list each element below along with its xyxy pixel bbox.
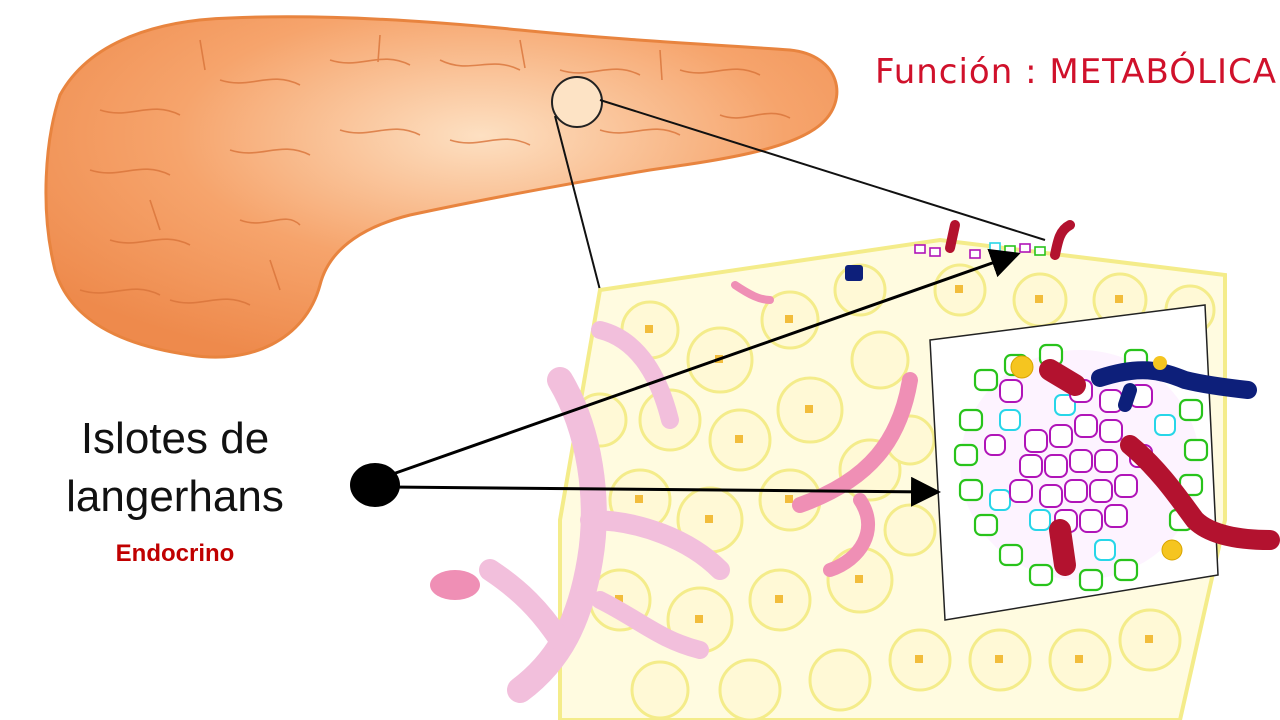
islet-zoom-box bbox=[929, 304, 1280, 621]
pancreatic-ducts bbox=[479, 281, 918, 703]
islets-label-line1: Islotes de bbox=[80, 414, 270, 463]
islets-label-line2: langerhans bbox=[66, 472, 284, 521]
pointer-dot bbox=[350, 463, 400, 507]
blood-vessels bbox=[1039, 359, 1280, 576]
pointer-arrows bbox=[350, 248, 1021, 507]
pancreas-organ bbox=[44, 15, 839, 359]
endocrine-label: Endocrino bbox=[115, 540, 235, 567]
delta-cells bbox=[989, 394, 1176, 561]
alpha-cells bbox=[953, 343, 1209, 592]
beta-cells bbox=[984, 379, 1153, 533]
function-title: Función : METABÓLICA bbox=[875, 52, 1278, 92]
zoom-circle bbox=[551, 76, 603, 128]
islets-label: Islotes de langerhans bbox=[40, 410, 310, 526]
zoom-lines bbox=[554, 99, 1046, 291]
